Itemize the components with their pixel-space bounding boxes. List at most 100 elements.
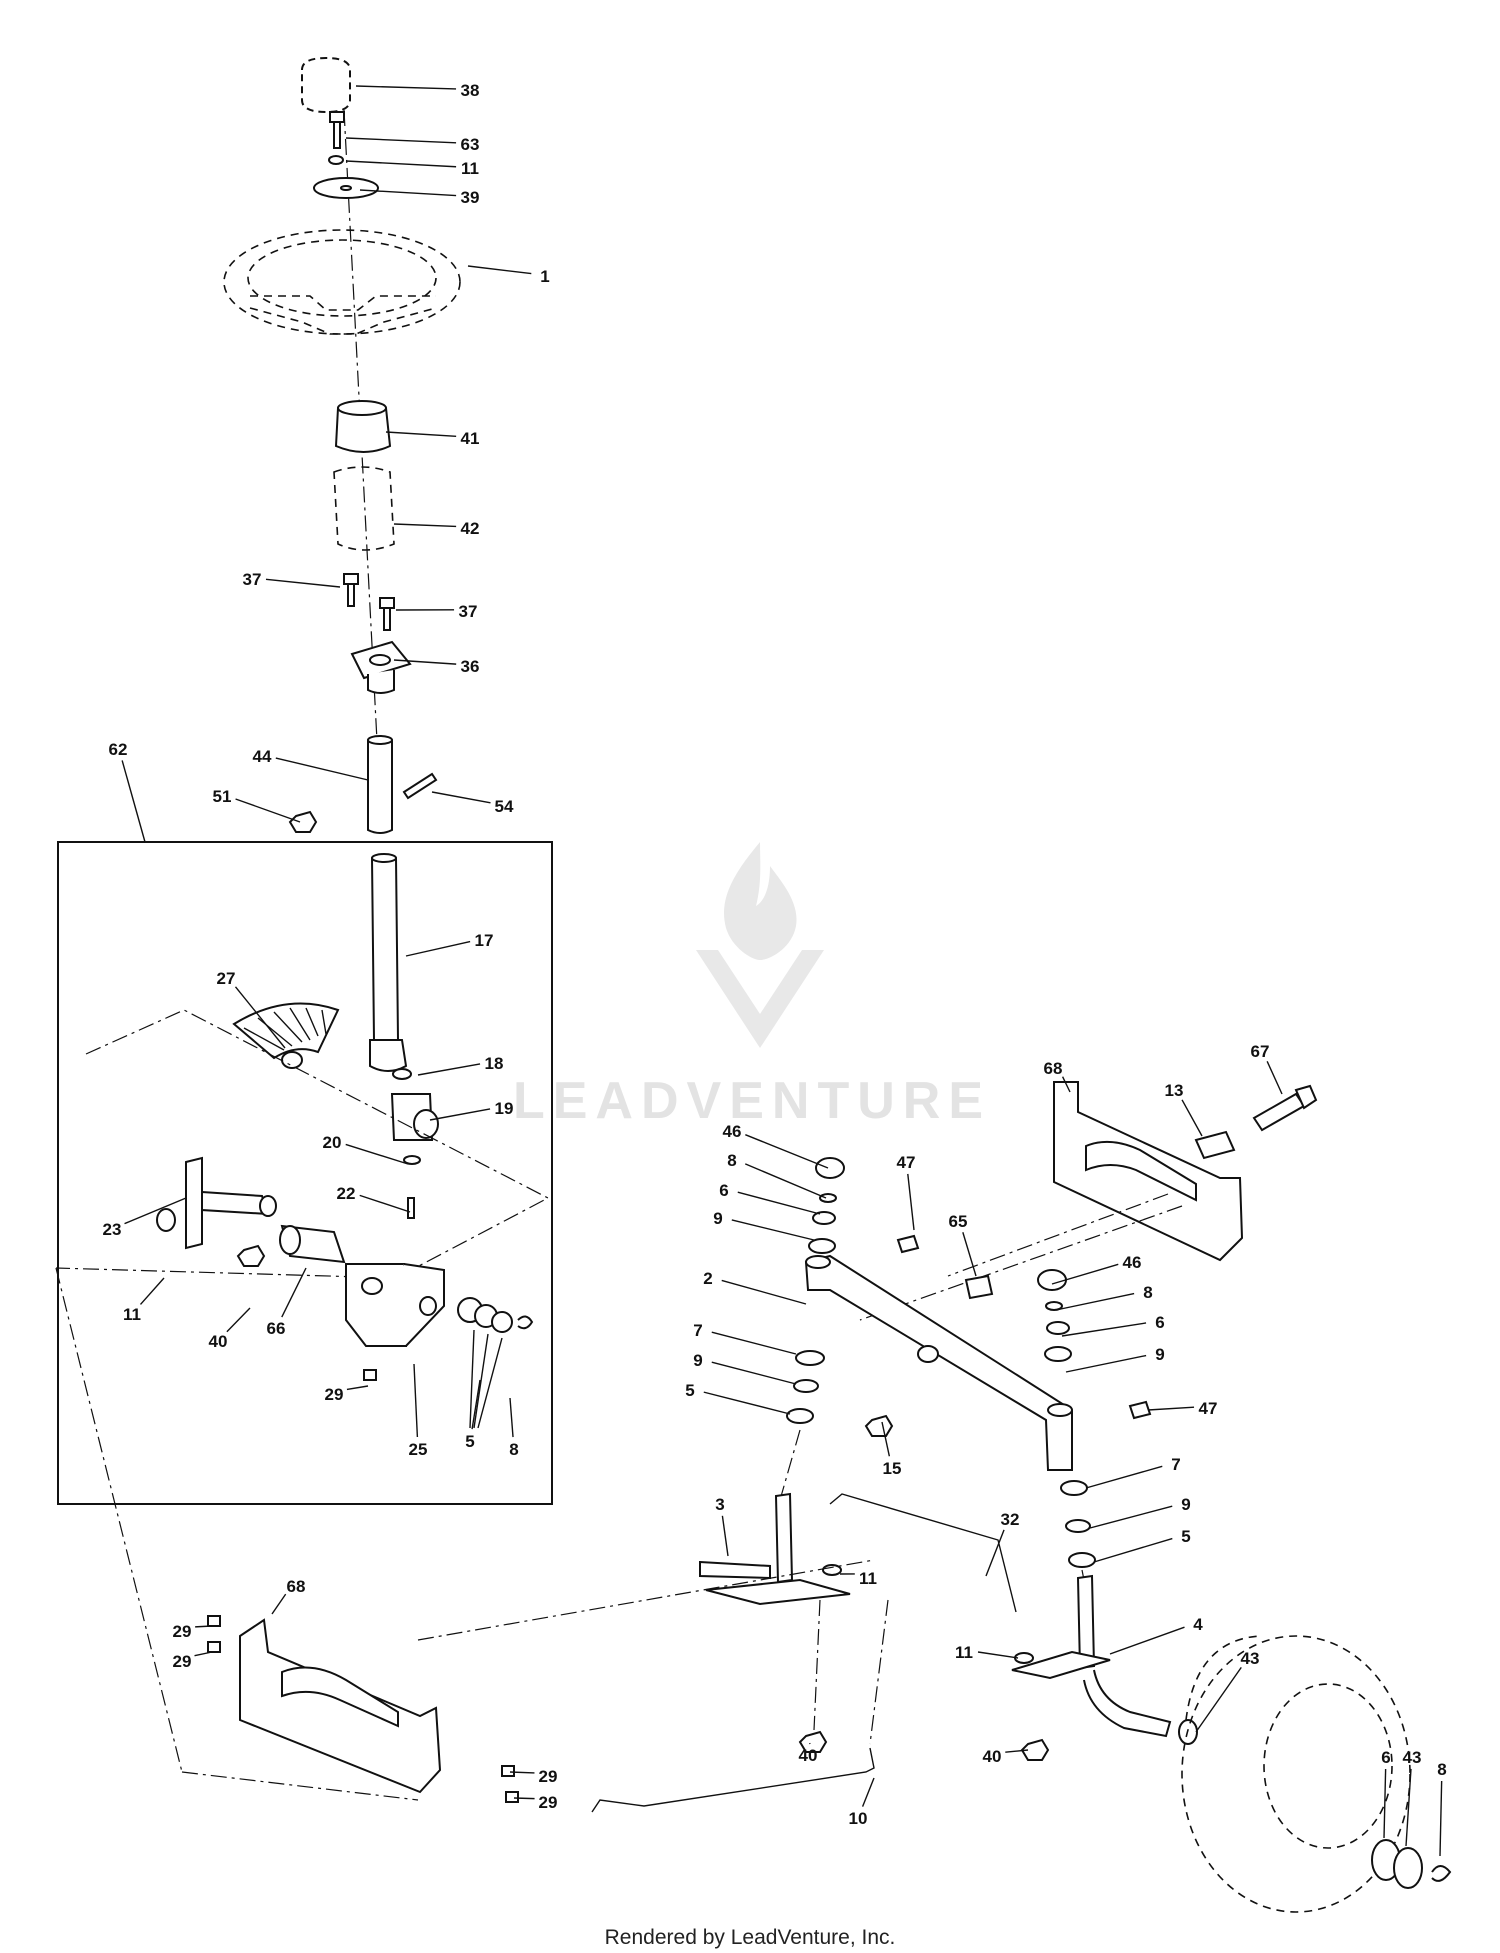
leader-line: [703, 1391, 791, 1415]
part-callout-3: 3: [715, 1495, 724, 1514]
leader-line: [1089, 1505, 1173, 1529]
leader-line: [513, 1797, 535, 1800]
leader-line: [1405, 1768, 1412, 1847]
part-callout-36: 36: [461, 657, 480, 676]
part-callout-67: 67: [1251, 1042, 1270, 1061]
leader-line: [194, 1651, 213, 1657]
part-callout-11: 11: [123, 1305, 141, 1324]
leader-line: [1061, 1322, 1147, 1337]
leader-line: [413, 1363, 419, 1438]
leader-line: [1181, 1099, 1203, 1137]
part-left-bracket: [239, 1618, 442, 1794]
part-callout-46: 46: [1123, 1253, 1142, 1272]
leader-line: [977, 1651, 1019, 1659]
leader-line: [711, 1361, 797, 1385]
leader-line: [345, 137, 457, 144]
leader-line: [467, 265, 532, 275]
part-callout-8: 8: [727, 1151, 736, 1170]
leader-line: [471, 1379, 481, 1430]
leader-line: [985, 1529, 1005, 1577]
part-callout-11: 11: [859, 1569, 877, 1588]
leader-line: [1109, 1626, 1185, 1655]
part-drag-link: [591, 1747, 875, 1813]
part-steering-wheel: [223, 229, 461, 335]
part-callout-66: 66: [267, 1319, 286, 1338]
steering-column: [223, 56, 461, 834]
part-callout-6: 6: [1381, 1748, 1390, 1767]
axle-assembly: [591, 1081, 1452, 1913]
leader-line: [1383, 1768, 1387, 1839]
footer-credit: Rendered by LeadVenture, Inc.: [605, 1926, 896, 1949]
part-callout-11: 11: [461, 159, 479, 178]
part-callout-9: 9: [1181, 1495, 1190, 1514]
part-callout-44: 44: [253, 747, 272, 766]
part-callout-54: 54: [495, 797, 514, 816]
kit-box: [55, 841, 553, 1773]
part-sleeve: [333, 466, 395, 551]
part-callout-40: 40: [799, 1746, 818, 1765]
leader-line: [124, 1197, 187, 1225]
part-steering-shaft: [367, 736, 393, 834]
part-callout-13: 13: [1165, 1081, 1184, 1100]
part-callout-40: 40: [209, 1332, 228, 1351]
leader-line: [345, 1143, 409, 1165]
leader-line: [509, 1771, 535, 1774]
part-callout-38: 38: [461, 81, 480, 100]
part-callout-43: 43: [1241, 1649, 1260, 1668]
leader-line: [234, 986, 286, 1049]
part-pivot-plate: [185, 1156, 203, 1250]
leader-line: [385, 431, 457, 438]
leader-line: [737, 1191, 821, 1215]
part-lower-shaft: [370, 854, 400, 1041]
leader-line: [1065, 1354, 1147, 1373]
part-callout-23: 23: [103, 1220, 122, 1239]
part-callout-10: 10: [849, 1809, 868, 1828]
part-callout-43: 43: [1403, 1748, 1422, 1767]
part-callout-8: 8: [1143, 1283, 1152, 1302]
leader-line: [509, 1397, 514, 1438]
part-callout-68: 68: [1044, 1059, 1063, 1078]
leader-line: [431, 791, 491, 804]
part-callout-29: 29: [173, 1652, 192, 1671]
leader-line: [417, 1063, 481, 1076]
part-callout-46: 46: [723, 1122, 742, 1141]
leader-line: [907, 1173, 915, 1231]
watermark: LEADVENTURE: [513, 842, 991, 1130]
leader-line: [226, 1307, 251, 1333]
part-callout-11: 11: [955, 1643, 973, 1662]
watermark-text: LEADVENTURE: [513, 1072, 991, 1130]
leader-line: [721, 1515, 729, 1557]
part-callout-29: 29: [539, 1767, 558, 1786]
part-callout-15: 15: [883, 1459, 902, 1478]
v-logo-icon: [696, 950, 824, 1048]
part-callout-29: 29: [325, 1385, 344, 1404]
leader-line: [861, 1777, 875, 1807]
part-callout-62: 62: [109, 740, 128, 759]
part-callout-41: 41: [461, 429, 480, 448]
part-callout-8: 8: [509, 1440, 518, 1459]
part-callout-9: 9: [693, 1351, 702, 1370]
leader-line: [1061, 1076, 1071, 1093]
part-front-axle: [804, 1254, 1073, 1471]
leader-line: [731, 1219, 815, 1241]
leader-line: [359, 1194, 411, 1213]
part-callout-22: 22: [337, 1184, 356, 1203]
leader-line: [265, 578, 341, 588]
leader-line: [195, 1625, 213, 1628]
leader-line: [1439, 1780, 1443, 1857]
leader-line: [881, 1421, 891, 1457]
leader-line: [139, 1277, 165, 1305]
leader-line: [711, 1331, 797, 1355]
part-callout-27: 27: [217, 969, 236, 988]
leader-line: [281, 1267, 307, 1318]
leader-line: [1055, 1292, 1135, 1311]
part-tie-rod: [829, 1493, 1017, 1613]
part-callout-39: 39: [461, 188, 480, 207]
leader-line: [721, 1279, 807, 1305]
leader-line: [1266, 1061, 1283, 1095]
part-right-spindle: [1076, 1574, 1096, 1670]
part-callout-4: 4: [1193, 1615, 1203, 1634]
leader-line: [1195, 1666, 1242, 1733]
part-callout-6: 6: [1155, 1313, 1164, 1332]
